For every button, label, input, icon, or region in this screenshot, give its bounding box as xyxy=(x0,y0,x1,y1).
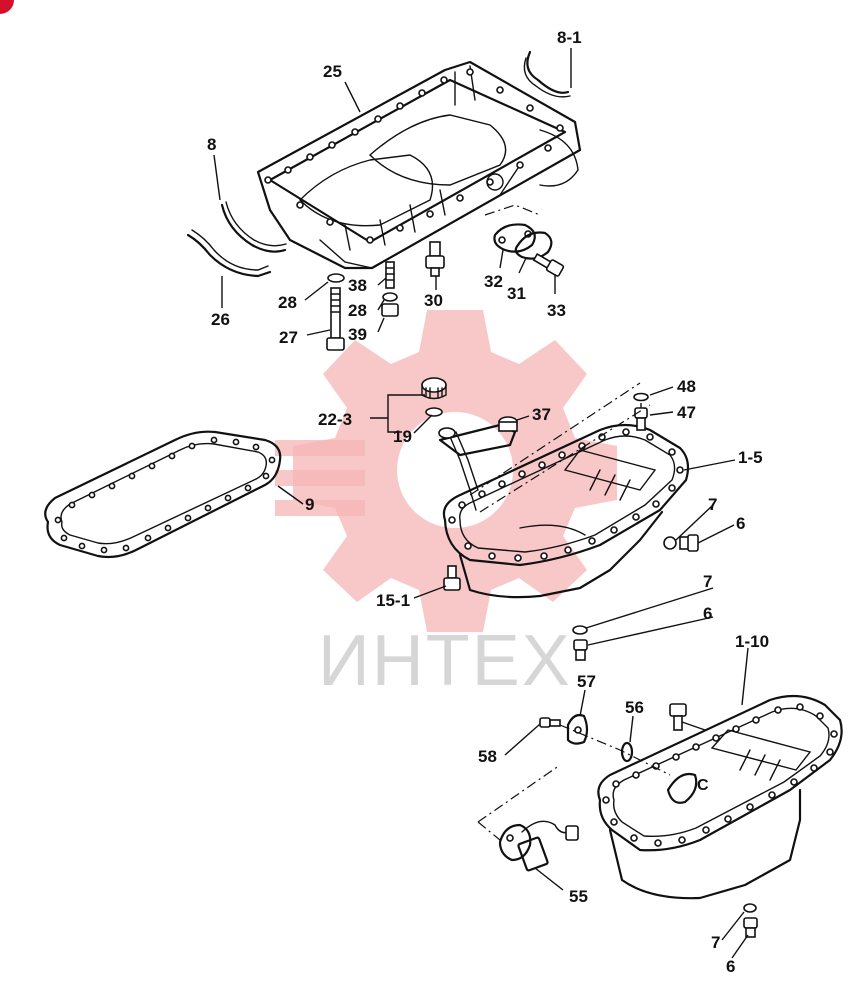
label-6-b: 6 xyxy=(703,604,712,623)
part-19-o-ring xyxy=(425,407,443,417)
label-25: 25 xyxy=(323,62,342,81)
part-15-1-bolt xyxy=(443,565,461,591)
label-57: 57 xyxy=(577,672,596,691)
part-26-seal xyxy=(186,233,272,278)
part-labels: 8-1 25 8 26 28 38 28 39 27 30 32 31 33 2… xyxy=(207,28,769,976)
part-27-bolt xyxy=(326,273,345,351)
label-7-b: 7 xyxy=(703,572,712,591)
label-22-3: 22-3 xyxy=(318,410,352,429)
label-27: 27 xyxy=(279,328,298,347)
part-38-28-39-stack xyxy=(381,261,399,317)
part-6-drain-plug-c xyxy=(743,917,758,938)
label-28-b: 28 xyxy=(348,301,367,320)
part-1-10-bolt-holes xyxy=(602,703,838,847)
part-57-sensor-flange xyxy=(566,713,589,745)
label-33: 33 xyxy=(547,301,566,320)
part-1-5-bolt-holes xyxy=(448,428,684,562)
part-1-10-oil-pan: C xyxy=(597,694,843,900)
label-39: 39 xyxy=(348,325,367,344)
part-1-10-mark-c: C xyxy=(697,777,709,794)
part-6-drain-plug-b xyxy=(573,639,588,661)
part-1-10-top-fitting xyxy=(669,703,706,731)
leader-lines xyxy=(213,48,749,959)
label-38: 38 xyxy=(348,276,367,295)
label-28-a: 28 xyxy=(278,293,297,312)
part-33-bolt xyxy=(532,252,565,277)
part-37-nut xyxy=(498,416,518,432)
label-48: 48 xyxy=(677,377,696,396)
label-58: 58 xyxy=(478,747,497,766)
dipstick-guide-tube xyxy=(447,431,479,511)
part-58-bolt xyxy=(539,717,561,728)
part-31-gasket xyxy=(514,231,553,260)
watermark: ИНТЕХ xyxy=(275,310,617,701)
part-1-5-oil-pan xyxy=(442,423,690,599)
label-32: 32 xyxy=(484,272,503,291)
label-7-c: 7 xyxy=(711,933,720,952)
part-32-plate xyxy=(493,223,536,253)
part-6-drain-plug-a xyxy=(679,534,699,552)
part-48-washer xyxy=(633,392,649,402)
part-9-gasket xyxy=(44,430,282,559)
label-6-c: 6 xyxy=(726,957,735,976)
label-47: 47 xyxy=(677,403,696,422)
label-15-1: 15-1 xyxy=(376,591,410,610)
corner-mark xyxy=(0,0,14,14)
label-7-a: 7 xyxy=(708,495,717,514)
watermark-gear-icon xyxy=(275,310,617,632)
watermark-text: ИНТЕХ xyxy=(318,621,572,701)
part-25-upper-pan xyxy=(256,60,582,270)
dipstick-bracket xyxy=(438,423,517,457)
part-56-o-ring xyxy=(620,741,634,763)
label-6-a: 6 xyxy=(736,514,745,533)
label-30: 30 xyxy=(424,291,443,310)
part-7-drain-washer-a xyxy=(663,536,677,550)
label-1-5: 1-5 xyxy=(738,448,763,467)
label-8: 8 xyxy=(207,135,216,154)
label-56: 56 xyxy=(625,698,644,717)
part-8-seal xyxy=(220,203,287,253)
part-7-drain-washer-c xyxy=(743,903,757,913)
label-1-10: 1-10 xyxy=(735,632,769,651)
label-26: 26 xyxy=(211,310,230,329)
label-9: 9 xyxy=(305,495,314,514)
label-31: 31 xyxy=(507,284,526,303)
part-8-1-seal xyxy=(526,50,570,94)
part-30-plug xyxy=(425,241,445,277)
label-55: 55 xyxy=(569,887,588,906)
label-37: 37 xyxy=(532,405,551,424)
part-25-bolt-holes xyxy=(264,68,564,244)
label-19: 19 xyxy=(393,427,412,446)
part-22-3-dipstick xyxy=(421,377,447,417)
part-55-oil-level-sensor xyxy=(498,820,579,872)
part-7-drain-washer-b xyxy=(572,625,588,635)
label-8-1: 8-1 xyxy=(557,28,582,47)
part-9-bolt-holes xyxy=(54,436,276,554)
